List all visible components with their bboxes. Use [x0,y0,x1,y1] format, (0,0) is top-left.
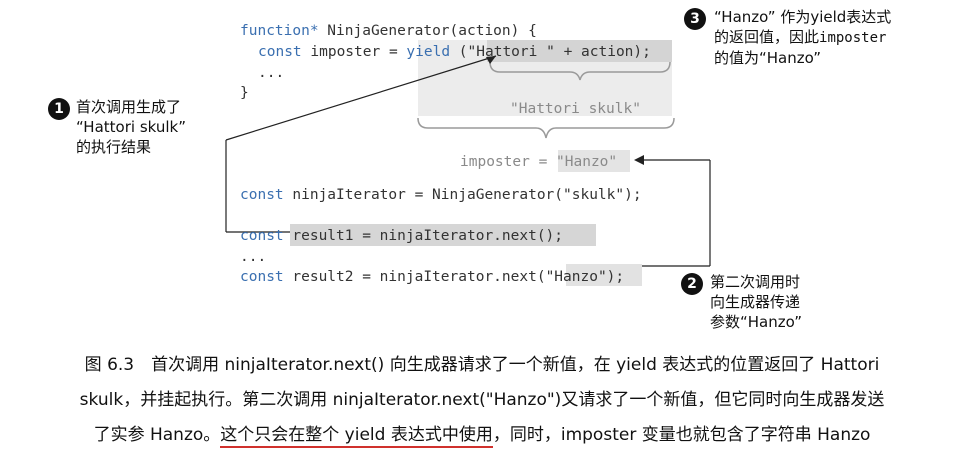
callout-2-line-2: 向生成器传递 [710,293,801,311]
result2-declaration: result2 = ninjaIterator.next( [283,269,546,285]
callout-2-line-1: 第二次调用时 [710,273,801,291]
yield-result-label: "Hattori skulk" [510,101,641,117]
iterator-declaration: ninjaIterator = NinjaGenerator("skulk"); [283,187,642,203]
callout-3-line-2-text: 的返回值，因此 [714,28,820,46]
result1-highlight [290,224,596,246]
function-keyword: function* [240,23,319,39]
result1-declaration: result1 = ninjaIterator.next(); [283,228,564,244]
callout-3: “Hanzo” 作为yield表达式 的返回值，因此imposter 的值为“H… [714,7,891,68]
imposter-value: "Hanzo" [556,154,618,170]
const-keyword: const [258,44,302,60]
callout-2-line-3: 参数“Hanzo” [710,313,803,331]
caption-line-3-start: 了实参 Hanzo。 [93,425,221,445]
diagram-graphics [225,40,711,286]
caption-line-3: 了实参 Hanzo。这个只会在整个 yield 表达式中使用，同时，impost… [0,420,964,450]
callout-1-line-1: 首次调用生成了 [76,98,182,116]
arrow1-segment-c [225,55,497,141]
code-line-3: ... [258,65,285,81]
yield-keyword: yield [406,44,451,60]
imposter-label: imposter = [460,154,557,170]
callout-3-line-3: 的值为“Hanzo” [714,49,822,67]
callout-3-line-2: 的返回值，因此imposter [714,27,891,48]
function-signature: NinjaGenerator(action) { [318,23,537,39]
imposter-line: imposter = "Hanzo" [460,153,617,171]
hanzo-argument: "Hanzo" [545,269,607,285]
const-keyword: const [240,187,284,203]
result2-end: ); [606,269,625,285]
imposter-assign: imposter = [301,44,407,60]
callout-3-number: 3 [684,8,706,30]
callout-1-line-2: “Hattori skulk” [76,118,186,136]
caption-line-3-end: ，同时，imposter 变量也就包含了字符串 Hanzo [492,425,871,445]
callout-1-number: 1 [48,98,70,120]
const-keyword: const [240,269,284,285]
yield-expression: ("Hattori " + action); [450,44,651,60]
caption-line-1: 图 6.3 首次调用 ninjaIterator.next() 向生成器请求了一… [84,355,880,375]
callout-1: 首次调用生成了 “Hattori skulk” 的执行结果 [76,97,186,157]
callout-1-line-3: 的执行结果 [76,138,152,156]
callout-3-line-1: “Hanzo” 作为yield表达式 [714,8,892,26]
callout-3-line-2-code: imposter [819,30,887,46]
const-keyword: const [240,228,284,244]
callout-2-number: 2 [681,273,703,295]
arrow2-head [634,155,644,165]
arrow1-head [486,56,496,64]
callout-2: 第二次调用时 向生成器传递 参数“Hanzo” [710,272,802,332]
caption-underlined-phrase: 这个只会在整个 yield 表达式中使用 [220,425,493,448]
hanzo-arg-highlight [566,264,642,286]
code-line-5: const ninjaIterator = NinjaGenerator("sk… [240,186,642,204]
code-line-7: ... [240,249,267,265]
code-line-4: } [240,85,249,101]
code-line-2: const imposter = yield ("Hattori " + act… [258,43,651,61]
inner-brace [489,61,671,81]
yield-expr-highlight [487,40,672,62]
code-line-8: const result2 = ninjaIterator.next("Hanz… [240,268,624,286]
outer-brace [417,117,675,139]
imposter-value-highlight [558,150,630,172]
code-line-6: const result1 = ninjaIterator.next(); [240,227,563,245]
caption-line-2: skulk，并挂起执行。第二次调用 ninjaIterator.next("Ha… [79,390,885,410]
code-line-1: function* NinjaGenerator(action) { [240,22,537,40]
